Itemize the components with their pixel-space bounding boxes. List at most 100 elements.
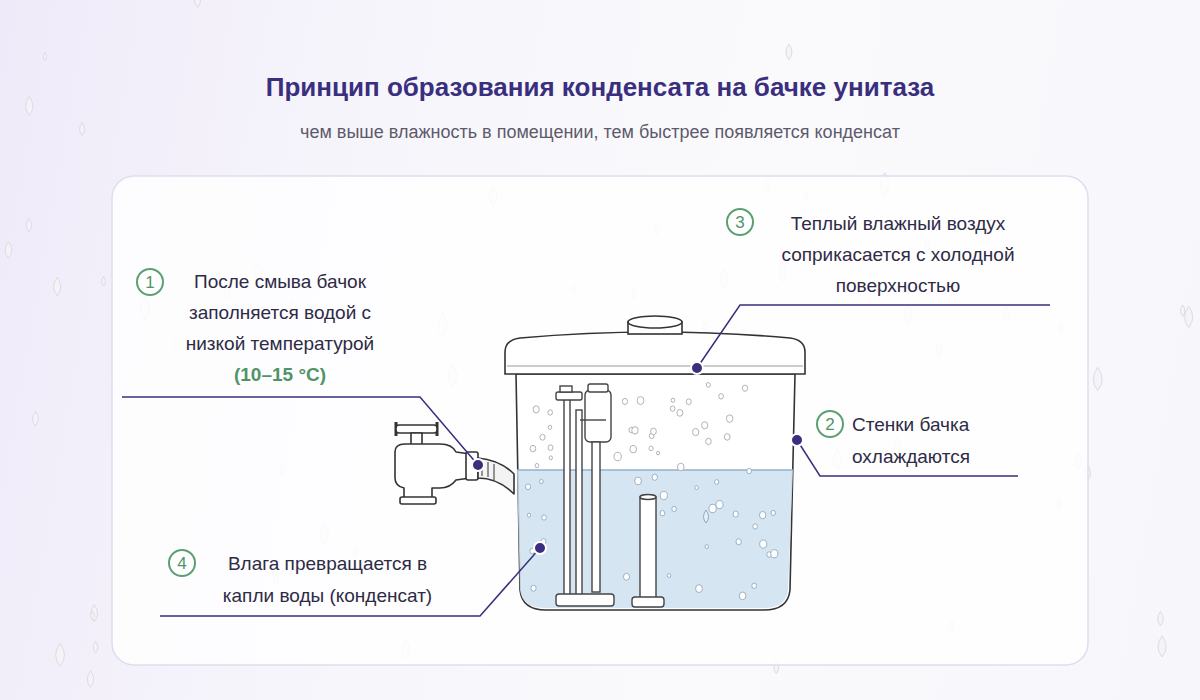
overflow-tube: [632, 495, 664, 608]
droplet: [706, 438, 712, 444]
droplet: [548, 445, 553, 451]
droplet: [91, 611, 94, 620]
droplet: [531, 585, 536, 591]
droplet: [33, 411, 39, 426]
droplet: [670, 406, 675, 411]
droplet: [1158, 611, 1163, 625]
droplet: [742, 385, 747, 391]
droplet: [87, 671, 93, 687]
droplet: [719, 394, 724, 399]
droplet: [759, 511, 765, 518]
droplet: [733, 511, 738, 517]
droplet: [702, 422, 708, 429]
water: [517, 470, 793, 608]
droplet: [102, 277, 106, 287]
fill-valve: [556, 384, 614, 606]
droplet: [671, 398, 675, 402]
droplet: [716, 501, 723, 509]
droplet: [672, 506, 677, 511]
droplet: [548, 425, 552, 429]
droplet: [26, 97, 33, 116]
droplet: [696, 585, 703, 593]
leader-dots: [472, 362, 803, 554]
droplet: [530, 445, 536, 452]
droplet: [43, 52, 46, 60]
callout-number-text: 2: [825, 416, 834, 433]
droplet: [704, 510, 709, 523]
droplet: [622, 398, 627, 404]
droplet: [649, 446, 653, 451]
droplet: [652, 474, 657, 480]
droplet: [26, 218, 31, 231]
droplet: [5, 241, 12, 258]
droplet: [656, 451, 659, 455]
droplet: [786, 44, 792, 60]
panel-frame: [112, 176, 1088, 665]
droplet: [614, 452, 621, 460]
droplet: [535, 463, 539, 467]
droplet: [549, 456, 552, 460]
droplet: [771, 550, 778, 558]
droplet: [651, 428, 657, 435]
droplet: [752, 583, 757, 588]
droplet: [630, 445, 637, 453]
droplet: [705, 545, 708, 549]
droplet: [623, 573, 629, 580]
callout-number-text: 1: [145, 274, 154, 291]
callout-number-text: 3: [735, 214, 744, 231]
condensate-droplets: [526, 383, 778, 600]
droplet: [194, 0, 201, 7]
droplet: [540, 479, 544, 483]
droplet: [715, 480, 719, 485]
droplet: [693, 428, 699, 435]
droplet: [677, 409, 683, 416]
droplet: [80, 123, 85, 136]
droplet: [724, 434, 730, 441]
droplet: [1181, 305, 1185, 316]
lid-button: [628, 316, 682, 328]
callout-text: После смыва бачок заполняется водой с ни…: [160, 266, 400, 359]
droplet: [753, 524, 758, 529]
callout-text: (10–15 °C): [160, 359, 400, 391]
tap: [395, 422, 514, 504]
droplet: [726, 415, 733, 422]
callout-number: 4: [168, 549, 196, 577]
title: Принцип образования конденсата на бачке …: [0, 72, 1200, 103]
droplet: [540, 434, 545, 440]
droplet: [739, 592, 746, 600]
droplet: [1158, 636, 1166, 657]
droplet: [54, 277, 61, 295]
droplet: [709, 504, 716, 512]
droplet: [1093, 367, 1102, 390]
droplet: [1185, 306, 1193, 327]
droplet: [771, 510, 775, 515]
callout-number: 3: [726, 208, 754, 236]
callout-number: 2: [816, 410, 844, 438]
droplet: [736, 539, 741, 545]
droplet: [695, 486, 698, 490]
droplet: [526, 484, 531, 490]
droplet: [637, 397, 644, 405]
droplet: [91, 605, 98, 622]
callout-text: Влага превращается в капли воды (конденс…: [200, 548, 455, 612]
tank: [505, 316, 805, 610]
droplet: [542, 515, 547, 520]
droplet: [527, 513, 530, 517]
droplet: [686, 399, 691, 405]
droplet: [533, 406, 539, 413]
lid: [505, 332, 805, 374]
droplet: [760, 540, 767, 548]
caption: чем выше влажность в помещении, тем быст…: [0, 122, 1200, 143]
callout-number: 1: [136, 268, 164, 296]
droplet: [56, 643, 65, 666]
droplet: [635, 477, 642, 485]
callout-number-text: 4: [177, 555, 186, 572]
droplet: [548, 410, 553, 415]
droplet: [747, 468, 752, 473]
callout-text: Стенки бачка охлаждаются: [852, 409, 1022, 473]
callout-text: Теплый влажный воздух соприкасается с хо…: [752, 208, 1044, 301]
droplet: [660, 510, 665, 515]
droplet: [660, 491, 667, 499]
droplet: [706, 383, 710, 388]
